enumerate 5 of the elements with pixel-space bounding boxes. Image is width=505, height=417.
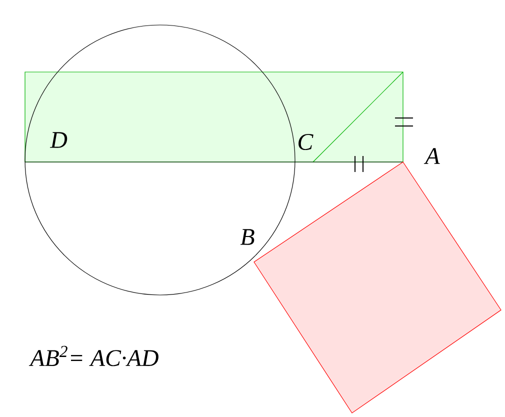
- point-label: C: [298, 134, 314, 150]
- point-label: AB$^{2}$= AC·AD: [28, 346, 158, 366]
- point-label: A: [424, 148, 440, 164]
- point-label: D: [50, 132, 68, 148]
- point-label: B: [240, 229, 254, 245]
